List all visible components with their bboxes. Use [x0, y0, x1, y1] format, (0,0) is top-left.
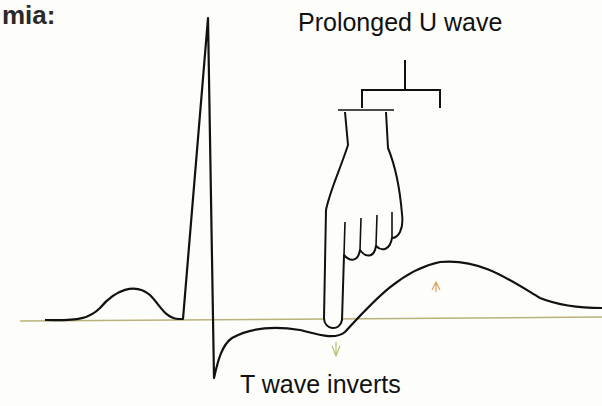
- ecg-trace: [45, 18, 602, 378]
- pencil-mark: [332, 342, 340, 356]
- isoelectric-line: [20, 317, 602, 321]
- wave-label: T wave inverts: [240, 370, 401, 399]
- heading: mia:: [2, 0, 55, 31]
- bracket: [362, 60, 440, 108]
- pencil-mark: [432, 282, 440, 292]
- wave-label: Prolonged U wave: [298, 8, 502, 37]
- pointing-hand: [324, 112, 402, 328]
- hand-detail: [338, 110, 394, 255]
